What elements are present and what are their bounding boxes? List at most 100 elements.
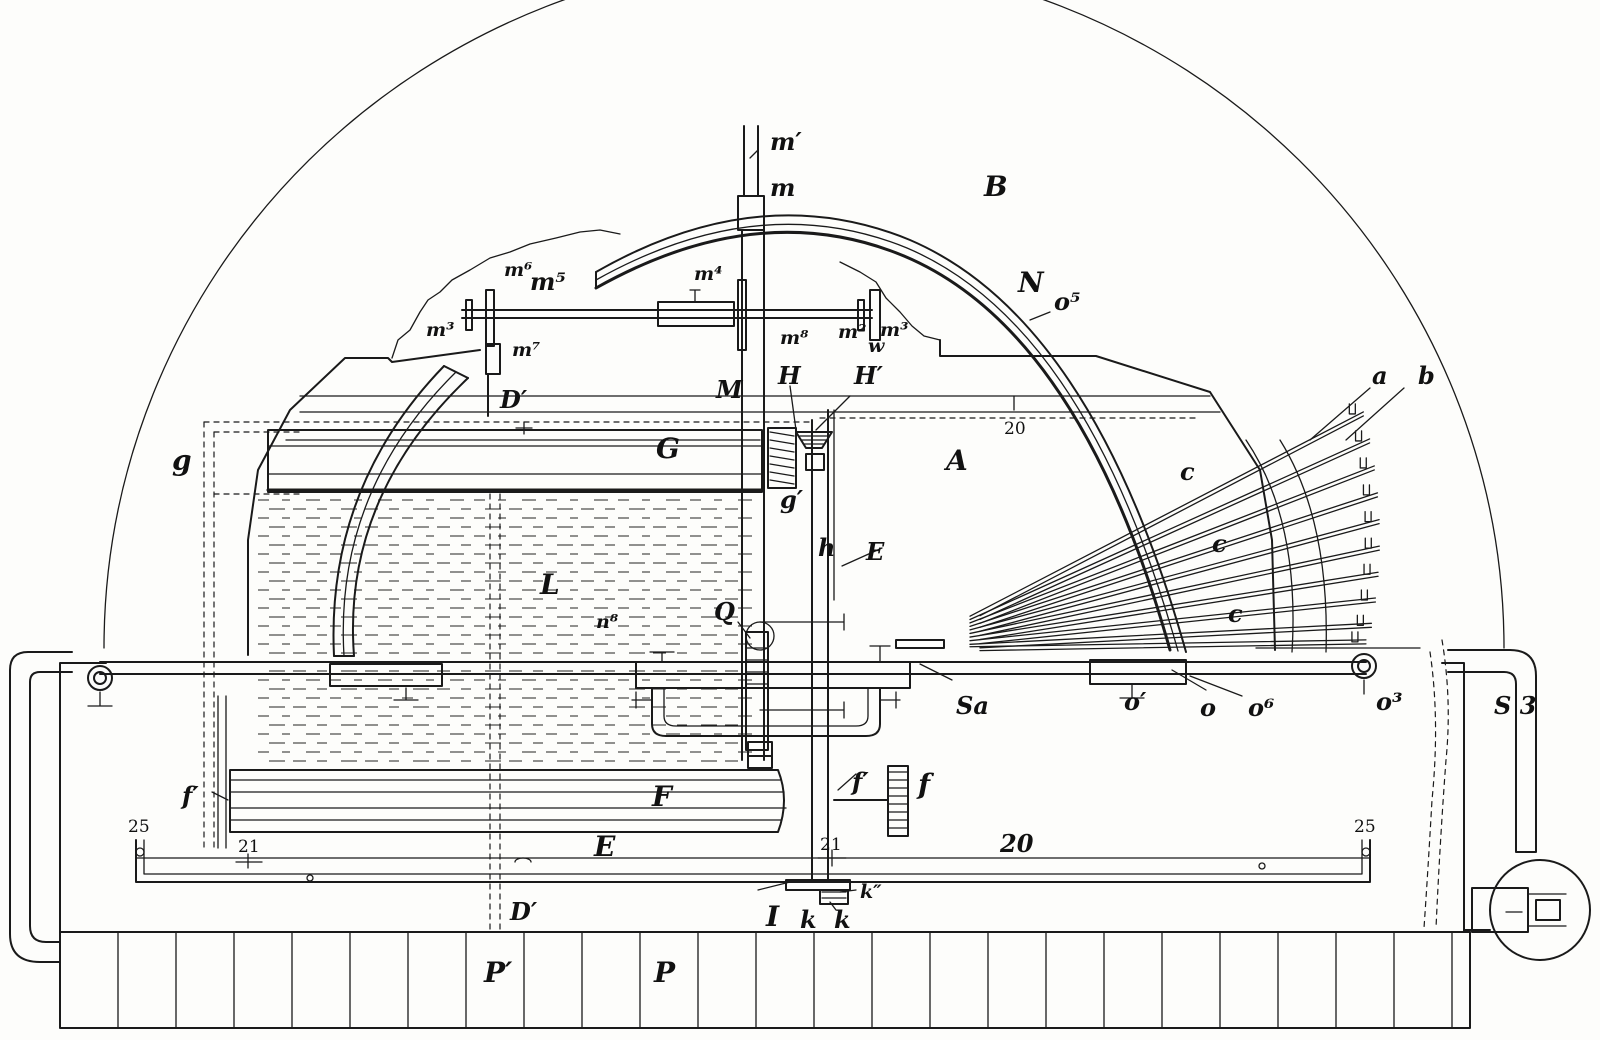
label-P: P: [653, 956, 676, 989]
outer-dome-outline: [103, 0, 1505, 649]
fan-frame: [1245, 439, 1327, 653]
label-S3: S 3: [1494, 691, 1536, 720]
label-m8: m⁸: [780, 327, 809, 349]
fan-rod: [969, 465, 1375, 624]
dashed-guides: [203, 417, 1201, 933]
label-m-prime: m′: [770, 127, 802, 156]
fan-rod-clip: [1359, 457, 1367, 469]
label-m: m: [770, 173, 795, 202]
fan-rod: [969, 571, 1379, 638]
label-w: w: [868, 335, 885, 357]
label-f: f: [916, 768, 935, 801]
fan-rod-pair: [979, 601, 1377, 645]
fan-rod-clip: [1348, 403, 1356, 415]
broken-edge: [391, 229, 941, 359]
label-20-top: 20: [1004, 419, 1026, 439]
label-k-dprime: k″: [860, 881, 882, 903]
rod-h: [759, 409, 845, 881]
label-E-top: E: [865, 537, 885, 566]
fan-rod-clip: [1363, 563, 1371, 575]
label-b: b: [1418, 361, 1435, 390]
label-21-right: 21: [820, 835, 842, 855]
label-E-bottom: E: [593, 830, 616, 863]
label-L: L: [539, 568, 560, 601]
fan-rod-clip: [1360, 589, 1369, 601]
fan-rod-clip: [1362, 484, 1371, 496]
label-F: F: [651, 780, 674, 813]
right-pipe-s3: [1423, 639, 1537, 929]
label-25-right: 25: [1354, 817, 1376, 837]
fan-rod-clip: [1354, 430, 1363, 442]
leader-lines: [211, 149, 1405, 911]
gear-f: [833, 765, 909, 837]
label-c3: c: [1228, 599, 1243, 628]
base-platform: [59, 931, 1471, 1029]
fan-rod-pair: [979, 575, 1379, 641]
label-n8: n⁸: [596, 611, 619, 633]
label-Q: Q: [714, 597, 735, 626]
rod-fan: [969, 403, 1421, 653]
label-I: I: [765, 900, 780, 933]
circle-detail: [1463, 859, 1591, 961]
fan-rod: [969, 492, 1379, 628]
label-m3-right: m³: [880, 319, 908, 341]
label-H: H: [777, 361, 802, 390]
fan-rod-pair: [979, 549, 1380, 637]
label-A: A: [943, 444, 968, 477]
gears-h: [767, 427, 833, 489]
label-H-prime: H′: [853, 361, 884, 390]
label-D-prime-top: D′: [499, 385, 528, 414]
fan-rod: [969, 639, 1367, 648]
label-m2: m²: [838, 321, 866, 343]
fan-rod: [969, 622, 1373, 645]
fan-rod-pair: [979, 522, 1380, 632]
label-m7: m⁷: [512, 339, 540, 361]
fan-rod-clip: [1351, 631, 1359, 643]
label-o6: o⁶: [1248, 693, 1275, 722]
label-f-prime-right: f′: [850, 767, 869, 796]
tank-outline: [59, 662, 1471, 933]
label-G: G: [656, 432, 680, 465]
upper-shaft: [461, 279, 881, 435]
label-o5: o⁵: [1054, 287, 1081, 316]
label-N: N: [1017, 266, 1045, 299]
label-m5: m⁵: [530, 267, 566, 296]
label-k1: k: [800, 905, 817, 934]
fan-rod: [969, 438, 1371, 621]
label-g-prime: g′: [780, 485, 804, 514]
fan-rod-clip: [1364, 510, 1372, 523]
label-f-prime-left: f′: [180, 781, 199, 810]
fan-rod-pair: [979, 442, 1371, 621]
fan-rod-pair: [979, 496, 1379, 628]
water-hatching: [258, 499, 752, 762]
cylinder-f: [217, 695, 787, 849]
label-B: B: [983, 170, 1008, 203]
left-pipe: [9, 651, 73, 963]
label-c2: c: [1212, 529, 1227, 558]
fan-rod-clip: [1356, 614, 1364, 626]
label-o-prime: o′: [1124, 687, 1147, 716]
label-c1: c: [1180, 457, 1195, 486]
fan-rod: [969, 597, 1377, 642]
label-o: o: [1200, 693, 1216, 722]
fan-rod: [969, 411, 1364, 617]
label-25-left: 25: [128, 817, 150, 837]
label-Sa: Sa: [956, 691, 989, 720]
fan-rod-pair: [979, 415, 1364, 617]
label-m6: m⁶: [504, 259, 532, 281]
label-D-prime-bottom: D′: [509, 897, 538, 926]
label-m3-left: m³: [426, 319, 454, 341]
fan-rod-clip: [1364, 537, 1372, 549]
cylinder-g: [266, 429, 764, 493]
left-arc-tube: [332, 365, 469, 657]
labels: B N A L G F E E P P′ D′ D′ m′ m m² m³ m³…: [128, 127, 1536, 989]
fan-rod-pair: [979, 469, 1375, 624]
carriage-frame: [631, 687, 901, 737]
label-P-prime: P′: [483, 956, 513, 989]
label-m4: m⁴: [694, 263, 722, 285]
fan-rod: [969, 545, 1380, 635]
label-g: g: [172, 444, 192, 477]
fan-rod-pair: [979, 626, 1373, 649]
